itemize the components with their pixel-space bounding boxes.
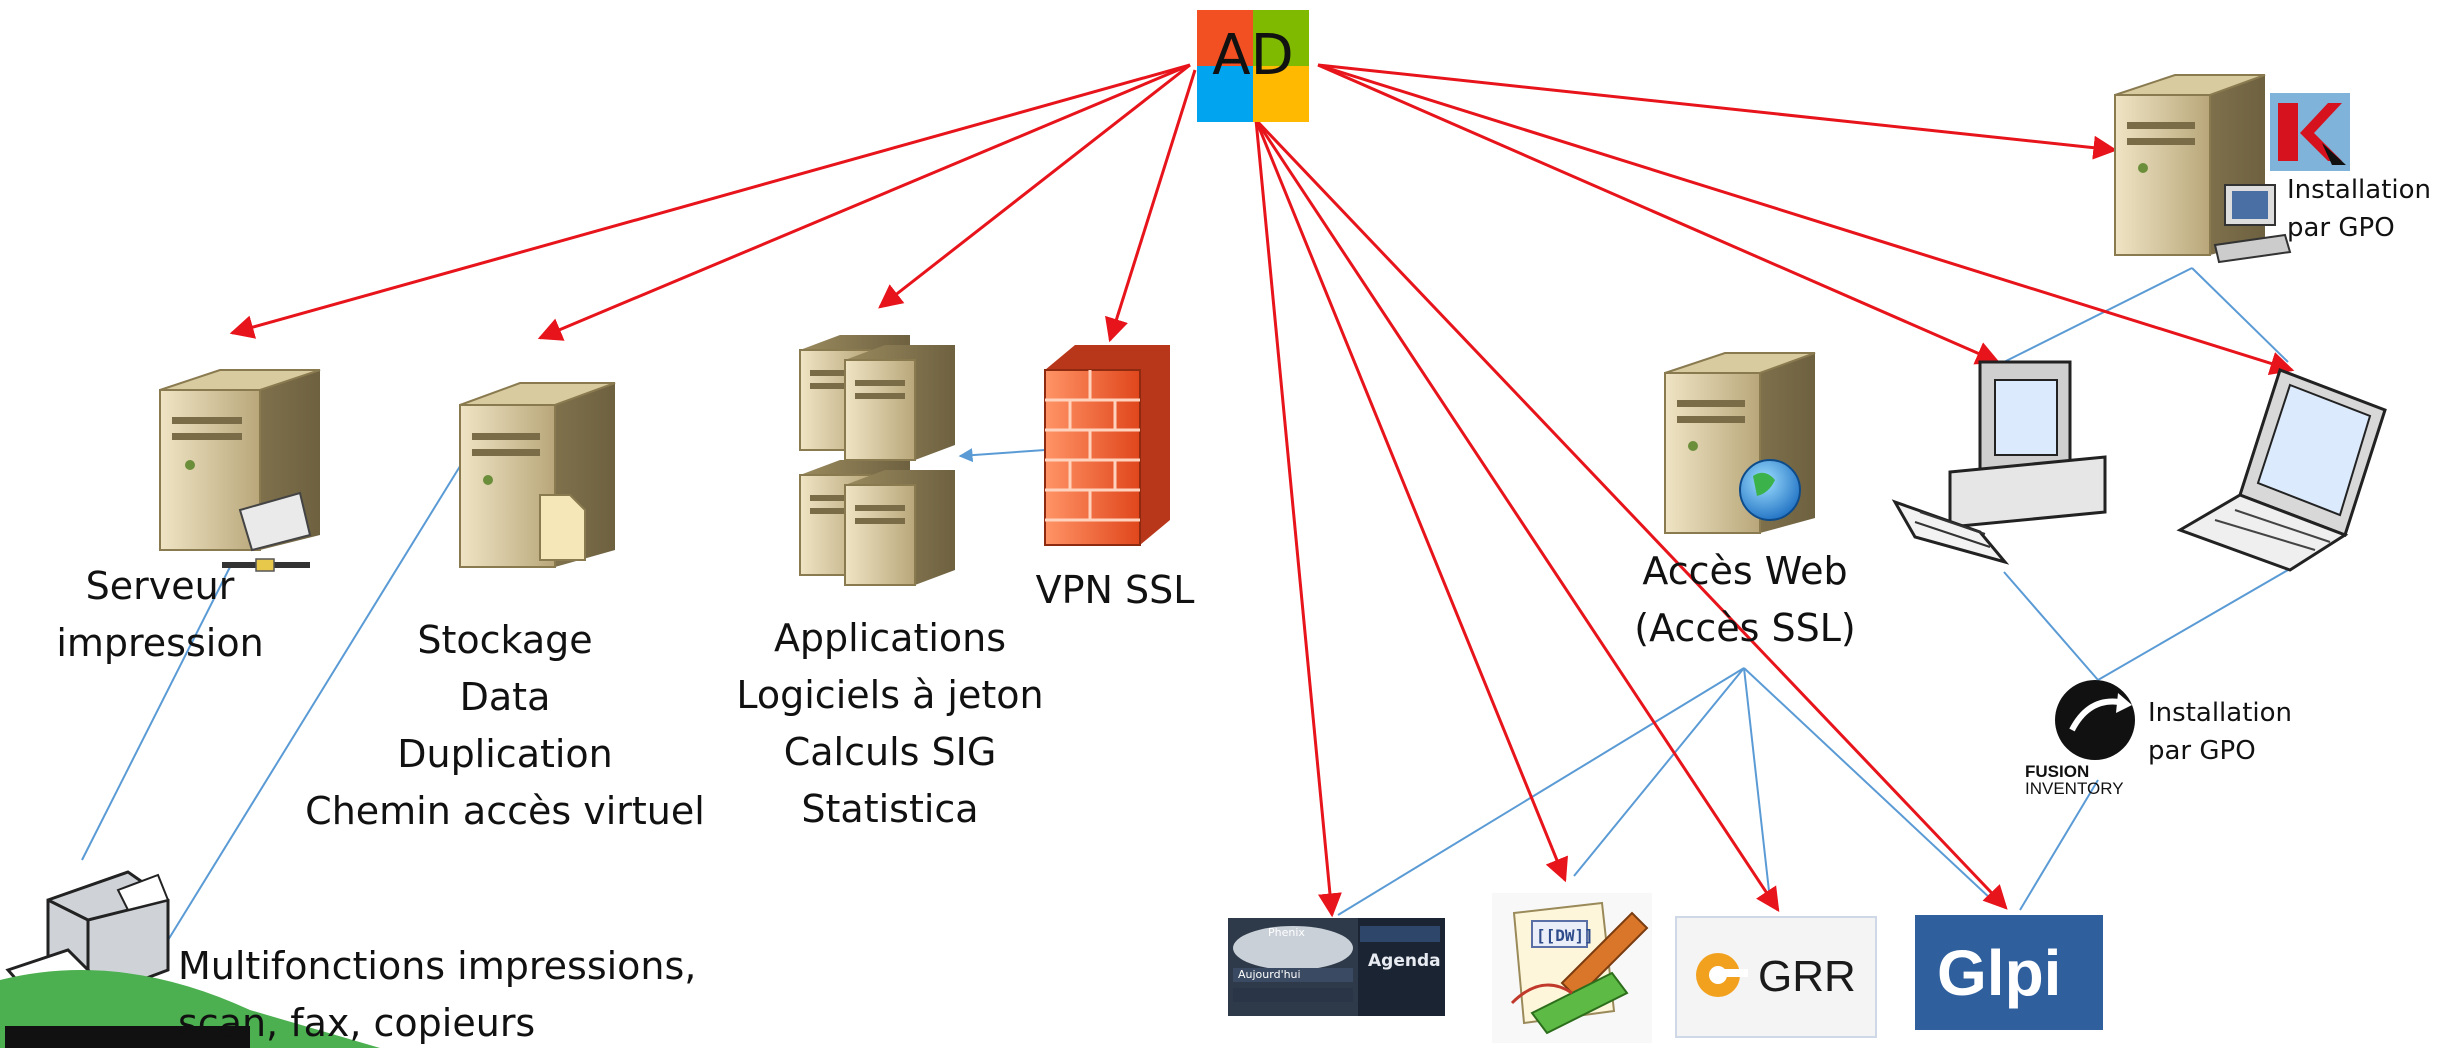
web-server-icon xyxy=(1664,352,1816,534)
fusion-install-label: Installation par GPO xyxy=(2148,698,2293,766)
firewall-icon xyxy=(1044,345,1170,546)
vpn-label: VPN SSL xyxy=(1035,568,1195,612)
applications-label: Applications Logiciels à jeton Calculs S… xyxy=(736,616,1044,831)
storage-label: Stockage Data Duplication Chemin accès v… xyxy=(305,618,705,833)
print-server-label: Serveur impression xyxy=(56,564,264,665)
multifunction-label: Multifonctions impressions, scan, fax, c… xyxy=(178,944,697,1045)
globe-icon xyxy=(1739,459,1801,521)
ad-logo-icon xyxy=(1197,10,1309,122)
svg-text:Phenix: Phenix xyxy=(1268,926,1305,939)
kaspersky-install-label: Installation par GPO xyxy=(2287,175,2432,243)
server-rack-icon xyxy=(799,335,955,586)
svg-text:Agenda: Agenda xyxy=(1368,951,1441,971)
laptop-icon xyxy=(2176,368,2387,572)
antivirus-server-icon xyxy=(2114,74,2350,264)
antivirus-icon xyxy=(2270,93,2350,171)
svg-text:Aujourd'hui: Aujourd'hui xyxy=(1238,968,1301,981)
storage-server-icon xyxy=(459,382,616,568)
glpi-icon: Glpi xyxy=(1915,915,2103,1030)
agenda-icon: Agenda Aujourd'hui Phenix xyxy=(1228,918,1445,1016)
red-arrows xyxy=(229,63,2295,918)
fusion-inventory-icon xyxy=(2055,680,2135,760)
fusion-inventory-logo-text: FUSION INVENTORY xyxy=(2025,762,2124,798)
dokuwiki-icon: [[DW]] xyxy=(1492,893,1652,1043)
desktop-pc-icon xyxy=(1891,360,2107,565)
ad-label: AD xyxy=(1212,23,1294,88)
svg-text:Glpi: Glpi xyxy=(1937,937,2061,1009)
blue-links xyxy=(81,267,2289,946)
green-background-shape xyxy=(0,970,380,1048)
web-access-label: Accès Web (Accès SSL) xyxy=(1634,549,1856,650)
svg-text:[[DW]]: [[DW]] xyxy=(1536,926,1594,945)
grr-icon: GRR xyxy=(1675,916,1877,1038)
print-server-icon xyxy=(159,369,321,572)
svg-text:GRR: GRR xyxy=(1758,952,1856,1001)
